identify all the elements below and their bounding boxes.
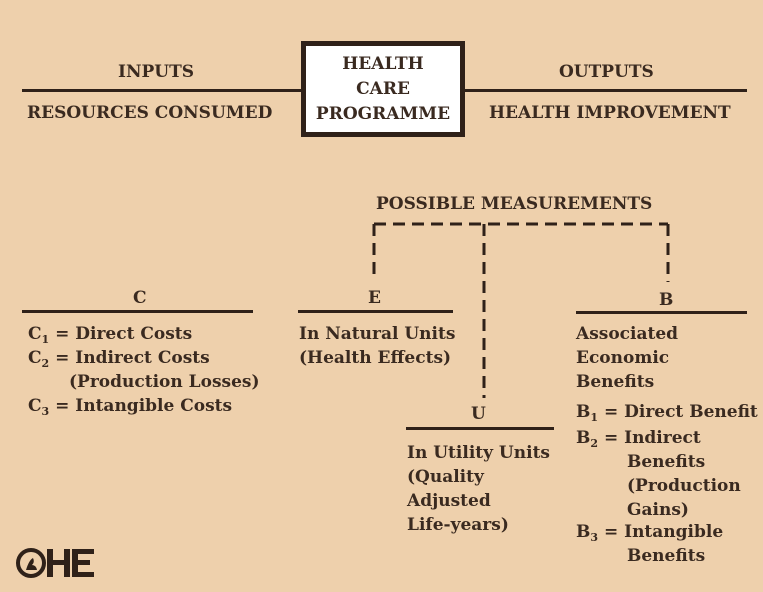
benefit-item-3-text: = Intangible [598,522,724,542]
effect-line-2: (Health Effects) [299,348,452,368]
cost-item-2-detail: (Production Losses) [69,372,260,392]
cost-item-3-subscript: 3 [41,405,50,418]
cost-letter: C [133,288,147,308]
header-divider-left [22,89,301,92]
benefit-item-3: B3 = Intangible [576,520,723,546]
benefit-item-2-text: = Indirect [598,428,701,448]
benefit-item-1-subscript: 1 [590,411,599,424]
outputs-label: OUTPUTS [559,62,654,82]
benefit-line-2: Economic [576,348,670,368]
cost-item-1: C1 = Direct Costs [28,322,192,348]
box-line-1: HEALTH [342,53,424,74]
benefit-item-3-detail: Benefits [627,546,706,566]
header-divider-right [465,89,747,92]
cost-item-3-text: = Intangible Costs [49,396,233,416]
effect-letter: E [368,288,381,308]
benefit-item-3-symbol: B [576,522,591,542]
benefit-item-3-subscript: 3 [590,531,599,544]
benefit-item-2-subscript: 2 [590,437,599,450]
benefit-item-2-detail-2: (Production [627,476,741,496]
box-line-3: PROGRAMME [315,103,451,124]
utility-line-1: In Utility Units [407,443,550,463]
cost-item-2-text: = Indirect Costs [49,348,210,368]
cost-item-2-symbol: C [28,348,42,368]
benefit-item-1-symbol: B [576,402,591,422]
cost-item-1-symbol: C [28,324,42,344]
benefit-item-2: B2 = Indirect [576,426,701,452]
benefit-item-1: B1 = Direct Benefit [576,400,758,426]
benefit-letter: B [659,290,674,310]
logo-o-ring [16,548,46,578]
ohe-logo [16,548,94,578]
utility-divider [406,427,554,430]
logo-h-bar [47,560,69,565]
utility-line-4: Life-years) [407,515,509,535]
inputs-label: INPUTS [118,62,195,82]
benefit-item-2-detail-1: Benefits [627,452,706,472]
utility-letter: U [471,404,486,424]
logo-e-bottom [72,572,94,577]
logo-emblem [26,558,37,570]
benefit-line-3: Benefits [576,372,655,392]
benefit-line-1: Associated [576,324,679,344]
utility-line-3: Adjusted [407,491,491,511]
logo-h-stem-right [64,549,70,577]
health-improvement-label: HEALTH IMPROVEMENT [489,103,731,123]
cost-item-3-symbol: C [28,396,42,416]
resources-consumed-label: RESOURCES CONSUMED [27,103,273,123]
benefit-item-2-detail-3: Gains) [627,500,689,520]
cost-item-1-subscript: 1 [41,333,50,346]
logo-e-mid [72,560,90,565]
cost-divider [22,310,253,313]
cost-item-2: C2 = Indirect Costs [28,346,210,372]
effect-divider [298,310,453,313]
benefit-divider [576,311,747,314]
logo-e-top [72,549,94,554]
health-care-programme-box: HEALTH CARE PROGRAMME [301,41,465,137]
utility-line-2: (Quality [407,467,484,487]
benefit-item-1-text: = Direct Benefit [598,402,758,422]
benefit-item-2-symbol: B [576,428,591,448]
cost-item-1-text: = Direct Costs [49,324,193,344]
cost-item-2-subscript: 2 [41,357,50,370]
possible-measurements-label: POSSIBLE MEASUREMENTS [376,194,653,214]
box-line-2: CARE [356,78,410,99]
cost-item-3: C3 = Intangible Costs [28,394,232,420]
effect-line-1: In Natural Units [299,324,456,344]
